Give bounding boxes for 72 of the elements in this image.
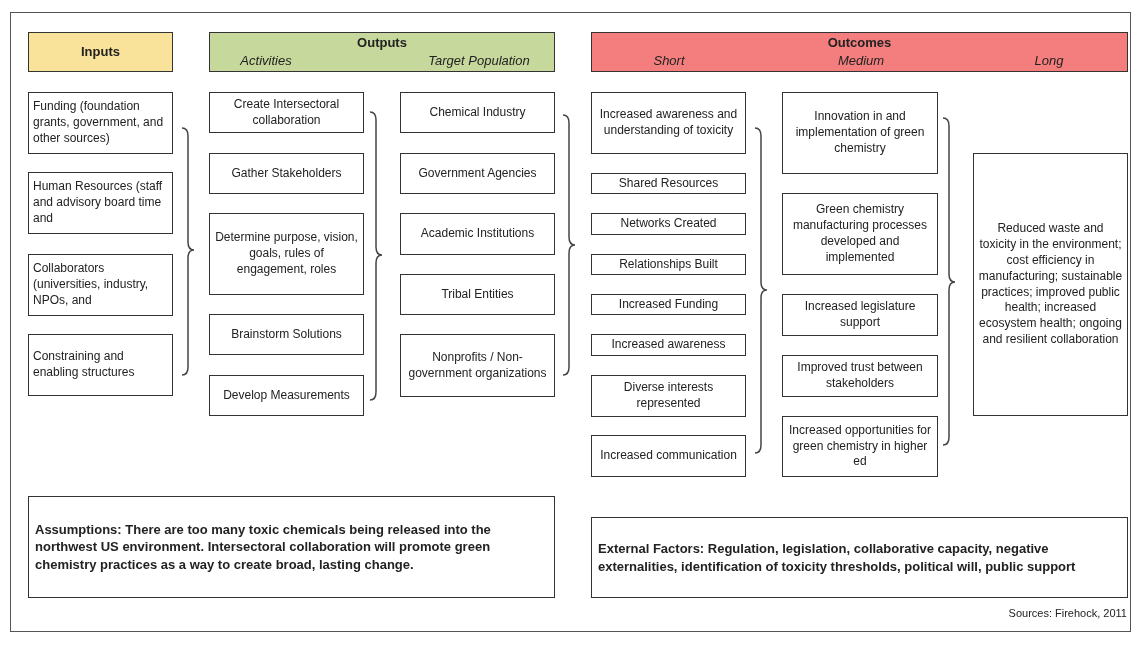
- box-text: Relationships Built: [619, 256, 718, 273]
- box-text: Determine purpose, vision, goals, rules of engagement, roles: [214, 230, 359, 278]
- box-text: Innovation in and implementation of green chemistry: [794, 109, 926, 157]
- box-text: Tribal Entities: [441, 286, 514, 303]
- process-box: [782, 416, 938, 477]
- process-box: [591, 213, 746, 235]
- box-text: Reduced waste and toxicity in the environment; cost efficiency in manufacturing; sustainable practices; improved public health; increased ecosystem health; ongoing and resilient collaboration: [978, 220, 1123, 349]
- header-bar: [209, 32, 555, 72]
- header-bar: [28, 32, 173, 72]
- process-box: [209, 153, 364, 194]
- box-text: Increased Funding: [618, 296, 719, 313]
- box-text: Develop Measurements: [223, 387, 350, 404]
- process-box: [591, 294, 746, 315]
- process-box: [782, 294, 938, 336]
- process-box: [400, 92, 555, 133]
- box-text: Nonprofits / Non-government organizations: [407, 349, 548, 382]
- box-text: Increased awareness: [611, 337, 726, 353]
- box-text: Chemical Industry: [429, 104, 526, 121]
- process-box: [591, 435, 746, 477]
- header-bar: [591, 32, 1128, 72]
- box-text: External Factors: Regulation, legislation, collaborative capacity, negative externalities, identification of toxicity thresholds, political will, public support: [598, 540, 1077, 575]
- box-text: Increased legislature support: [803, 299, 917, 331]
- process-box: [28, 92, 173, 154]
- process-box: [28, 254, 173, 316]
- process-box: [209, 375, 364, 416]
- header-title: Inputs: [81, 43, 120, 61]
- process-box: [400, 153, 555, 194]
- column-subtitle: Activities: [240, 51, 292, 69]
- box-text: Brainstorm Solutions: [231, 326, 342, 343]
- box-text: Improved trust between stakeholders: [796, 360, 924, 392]
- process-box: [400, 274, 555, 315]
- process-box: [782, 92, 938, 174]
- process-box: [209, 213, 364, 295]
- box-text: Diverse interests represented: [622, 380, 715, 412]
- process-box: [209, 92, 364, 133]
- process-box: [782, 193, 938, 275]
- note-box: [28, 496, 555, 598]
- process-box: [591, 375, 746, 417]
- box-text: Increased communication: [600, 448, 737, 464]
- box-text: Government Agencies: [418, 165, 537, 182]
- box-text: Shared Resources: [618, 175, 719, 192]
- process-box: [782, 355, 938, 397]
- box-text: Green chemistry manufacturing processes developed and implemented: [791, 202, 929, 266]
- box-text: Academic Institutions: [420, 226, 535, 242]
- box-text: Constraining and enabling structures: [33, 349, 136, 381]
- box-text: Gather Stakeholders: [231, 165, 342, 182]
- process-box: [400, 334, 555, 397]
- process-box: [400, 213, 555, 255]
- process-box: [591, 334, 746, 356]
- box-text: Create Intersectoral collaboration: [232, 96, 341, 129]
- box-text: Networks Created: [620, 216, 717, 232]
- process-box: [209, 314, 364, 355]
- column-subtitle: Target Population: [428, 51, 530, 69]
- header-title: Outputs: [356, 34, 408, 52]
- process-box: [591, 254, 746, 275]
- box-text: Increased opportunities for green chemistry in higher ed: [787, 422, 933, 471]
- box-text: Assumptions: There are too many toxic chemicals being released into the northwest US environment. Intersectoral collaboration will promote green chemistry practices as a way to create broad, lasting change.: [35, 521, 492, 573]
- note-box: [591, 517, 1128, 598]
- column-subtitle: Medium: [837, 51, 885, 69]
- column-subtitle: Long: [1034, 51, 1064, 69]
- process-box: [591, 92, 746, 154]
- box-text: Increased awareness and understanding of toxicity: [598, 107, 739, 139]
- box-text: Collaborators (universities, industry, NPOs, and: [33, 261, 150, 309]
- process-box: [591, 173, 746, 194]
- box-text: Funding (foundation grants, government, and other sources): [33, 99, 165, 147]
- process-box: [28, 334, 173, 396]
- process-box: [28, 172, 173, 234]
- process-box: [973, 153, 1128, 416]
- source-note: Sources: Firehock, 2011: [1008, 607, 1127, 619]
- header-title: Outcomes: [826, 34, 893, 52]
- box-text: Human Resources (staff and advisory board time and: [33, 179, 164, 227]
- column-subtitle: Short: [653, 51, 685, 69]
